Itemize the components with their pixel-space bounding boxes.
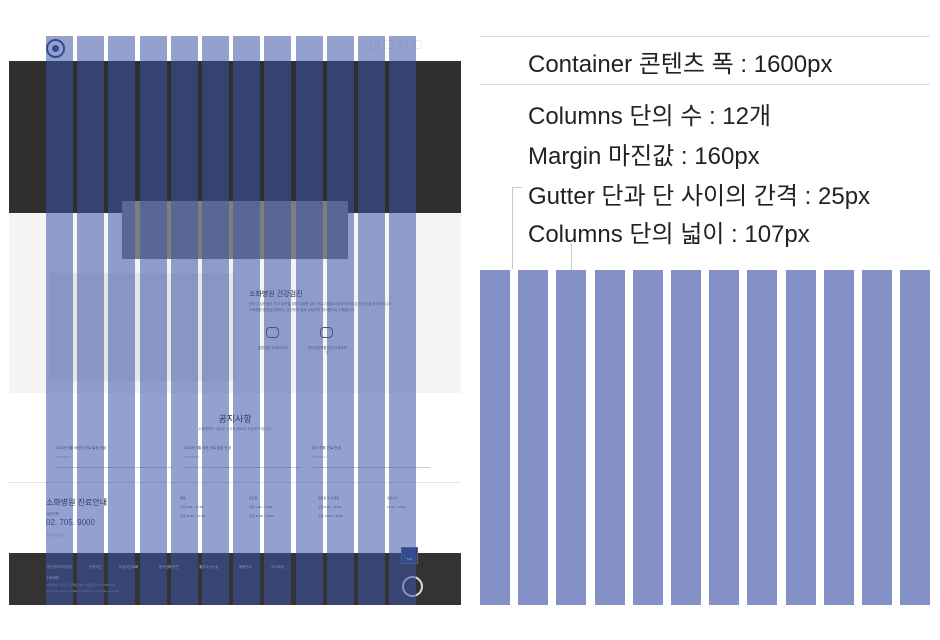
spec-divider bbox=[480, 84, 930, 85]
menu-icon[interactable] bbox=[413, 40, 422, 49]
hours-saturday: 토요일 오전 9:00 ~ 12:30 오후 13:30 ~ 16:00 bbox=[249, 494, 274, 521]
grid-column-swatch bbox=[518, 270, 549, 605]
hours-head: 토요일 bbox=[249, 496, 258, 500]
section-divider bbox=[9, 482, 461, 483]
nav-item-reservation[interactable]: 진료예약 bbox=[207, 45, 226, 51]
stethoscope-icon bbox=[266, 327, 279, 338]
notice-item[interactable] bbox=[312, 456, 430, 468]
grid-column-swatch bbox=[900, 270, 931, 605]
nav-item-vaccination[interactable]: 예방접종 bbox=[171, 45, 190, 51]
notice-title: 공지사항 bbox=[218, 414, 252, 424]
hours-row: 오전 9:00 ~ 12:30 bbox=[249, 505, 273, 509]
scroll-top-button[interactable]: TOP bbox=[401, 547, 418, 564]
notice-item-date: 2022.09.01 bbox=[312, 455, 328, 459]
grid-column-swatch bbox=[785, 270, 816, 605]
mock-header: 진료과/의료진 건강검진 예방접종 진료예약 병원안내 bbox=[9, 36, 461, 61]
column-width-pointer-line bbox=[571, 244, 572, 270]
layout-mockup: 진료과/의료진 건강검진 예방접종 진료예약 병원안내 소화병원 건강검진 암이… bbox=[9, 36, 461, 605]
notice-item[interactable] bbox=[184, 456, 302, 468]
footer-link[interactable]: 이용약관 bbox=[89, 565, 102, 569]
footer-logo bbox=[402, 576, 423, 597]
nav-item-about[interactable]: 병원안내 bbox=[245, 45, 264, 51]
grid-column-swatch bbox=[823, 270, 854, 605]
grid-column-swatch bbox=[709, 270, 740, 605]
hours-row: 오후 13:30 ~ 16:00 bbox=[249, 514, 274, 518]
login-icon[interactable] bbox=[370, 40, 379, 49]
phone-label: 대표전화 bbox=[46, 512, 59, 516]
spec-column-width: Columns 단의 넓이 : 107px bbox=[528, 221, 810, 248]
footer-link[interactable]: 사이트맵 bbox=[271, 565, 284, 569]
hours-row: 오전 9:00 ~ 12:30 bbox=[180, 505, 204, 509]
clinic-info-title: 소화병원 진료안내 bbox=[46, 498, 108, 507]
checkup-desc-2: 소화병원 종합검진센터는 검진부터 결과 상담까지 원스톱으로 진행됩니다. bbox=[249, 308, 356, 312]
hours-lunch: 점심시간 12:30 ~ 13:30 bbox=[387, 494, 405, 512]
checkup-image bbox=[49, 273, 235, 381]
notice-item-date: 2022.09.01 bbox=[184, 455, 200, 459]
grid-column-swatch bbox=[632, 270, 663, 605]
hours-head: 평일 bbox=[180, 496, 186, 500]
footer-hospital-name: 소화병원 bbox=[46, 576, 59, 580]
grid-column-swatch bbox=[480, 270, 510, 605]
footer-link[interactable]: 비급여진료비 bbox=[119, 565, 139, 569]
nav-item-departments[interactable]: 진료과/의료진 bbox=[84, 45, 113, 51]
grid-column-swatch bbox=[556, 270, 587, 605]
notice-item-text[interactable]: 2022년 9월 어린이 진료 일정 안내 bbox=[56, 446, 107, 450]
spec-divider-top bbox=[480, 36, 930, 37]
hours-row: 오전 9:00 ~ 12:30 bbox=[318, 505, 342, 509]
search-icon[interactable] bbox=[399, 40, 408, 49]
national-checkup-link[interactable]: 국민건강보험검진 자세히보기 bbox=[307, 346, 347, 355]
grid-column-swatch bbox=[671, 270, 701, 605]
gutter-pointer-line bbox=[512, 187, 522, 269]
notice-item-date: 2022.09.01 bbox=[56, 455, 72, 459]
hours-head: 점심시간 bbox=[387, 496, 399, 500]
spec-gutter: Gutter 단과 단 사이의 간격 : 25px bbox=[528, 183, 871, 210]
notice-item-text[interactable]: 2022년 9월 야간 진료 일정 안내 bbox=[184, 446, 231, 450]
hours-row: 오후 14:00 ~ 16:00 bbox=[318, 514, 343, 518]
footer-link[interactable]: 채용안내 bbox=[239, 565, 252, 569]
directions-link[interactable]: 오시는 길 보기 bbox=[46, 533, 65, 537]
hero-banner bbox=[9, 61, 461, 213]
grid-column-swatch bbox=[747, 270, 778, 605]
footer-link[interactable]: 환자권리장전 bbox=[159, 565, 179, 569]
footer-link[interactable]: 개인정보처리방침 bbox=[46, 565, 72, 569]
hours-row: 12:30 ~ 13:30 bbox=[387, 505, 406, 509]
spec-container: Container 콘텐츠 폭 : 1600px bbox=[528, 51, 833, 78]
spec-margin: Margin 마진값 : 160px bbox=[528, 143, 760, 170]
hours-head: 일요일 및 공휴일 bbox=[318, 496, 339, 500]
nav-item-checkup[interactable]: 건강검진 bbox=[144, 45, 163, 51]
footer-link[interactable]: 찾아오시는길 bbox=[199, 565, 219, 569]
mock-footer bbox=[9, 553, 461, 605]
join-icon[interactable] bbox=[384, 40, 393, 49]
footer-address: 서울특별시 용산구 청파로 383 | 대표전화 02-705-9000 bbox=[46, 583, 116, 587]
hours-holiday: 일요일 및 공휴일 오전 9:00 ~ 12:30 오후 14:00 ~ 16:… bbox=[318, 494, 343, 521]
checkup-title: 소화병원 건강검진 bbox=[249, 291, 303, 298]
notice-subtitle: 소화병원의 새로운 소식을 빠르게 전달해 드립니다. bbox=[198, 427, 272, 431]
hours-row: 오후 13:30 ~ 17:30 bbox=[180, 514, 205, 518]
general-checkup-link[interactable]: 일반검진 자세히보기 bbox=[258, 346, 288, 350]
phone-number[interactable]: 02. 705. 9000 bbox=[46, 518, 95, 527]
checkup-desc-1: 암이나 성인병의 조기 발견을 위한 다양한 검사 프로그램을 마련하여 여러분… bbox=[249, 302, 393, 306]
hero-image bbox=[122, 201, 348, 259]
grid-column-swatch bbox=[594, 270, 625, 605]
heart-icon bbox=[320, 327, 333, 338]
hours-weekday: 평일 오전 9:00 ~ 12:30 오후 13:30 ~ 17:30 bbox=[180, 494, 205, 521]
notice-item-text[interactable]: 추석 연휴 진료 안내 bbox=[312, 446, 341, 450]
footer-copyright: Copyright 2022 SOHWA HOSPITAL. All right… bbox=[46, 589, 121, 593]
notice-item[interactable] bbox=[56, 456, 174, 468]
spec-columns-count: Columns 단의 수 : 12개 bbox=[528, 103, 772, 130]
grid-column-swatch bbox=[862, 270, 892, 605]
hospital-logo[interactable] bbox=[46, 39, 65, 58]
scroll-top-label: TOP bbox=[406, 557, 413, 561]
